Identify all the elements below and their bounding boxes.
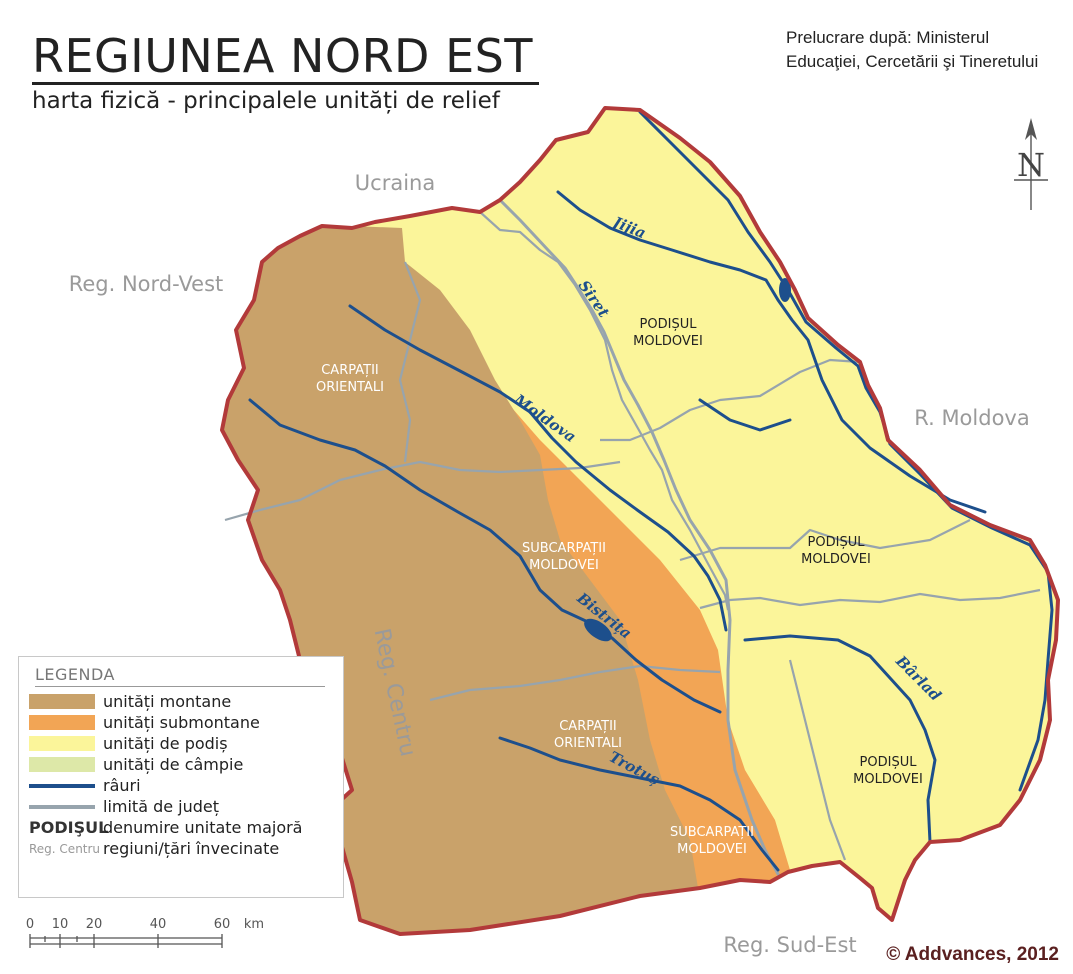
county-line-swatch bbox=[29, 804, 95, 809]
map-title: REGIUNEA NORD EST bbox=[32, 30, 539, 85]
north-label: N bbox=[1017, 146, 1045, 184]
legend-label: limită de județ bbox=[103, 797, 220, 816]
river-secondary bbox=[698, 398, 792, 432]
scale-unit: km bbox=[244, 917, 264, 932]
legend-item-campie: unități de câmpie bbox=[29, 754, 335, 775]
scale-tick-label: 10 bbox=[52, 917, 69, 932]
river-barlad bbox=[743, 634, 937, 844]
scale-tick-label: 60 bbox=[214, 917, 231, 932]
source-credit: Prelucrare după: Ministerul Educaţiei, C… bbox=[786, 26, 1038, 74]
river-trotus bbox=[498, 736, 780, 872]
podis-swatch bbox=[29, 736, 95, 751]
lake-izvorul-muntelui bbox=[584, 618, 612, 642]
credit-line-2: Educaţiei, Cercetării şi Tineretului bbox=[786, 52, 1039, 71]
scale-tick-label: 20 bbox=[86, 917, 103, 932]
legend-label: unități de podiș bbox=[103, 734, 228, 753]
legend-label: unități de câmpie bbox=[103, 755, 244, 774]
legend: LEGENDA unități montane unități submonta… bbox=[18, 656, 344, 898]
major-unit-sample: PODIŞUL bbox=[29, 818, 109, 837]
neighbor-north-west: Reg. Nord-Vest bbox=[69, 272, 224, 296]
river-bistrita bbox=[248, 398, 722, 714]
river-moldova bbox=[348, 304, 728, 632]
lake-stanca bbox=[779, 278, 791, 302]
river-jijia bbox=[556, 190, 987, 514]
rivers bbox=[248, 110, 1054, 876]
credit-line-1: Prelucrare după: Ministerul bbox=[786, 28, 990, 47]
region-border bbox=[220, 106, 1060, 936]
legend-label: regiuni/țări învecinate bbox=[103, 839, 280, 858]
legend-item-montane: unități montane bbox=[29, 691, 335, 712]
copyright: © Addvances, 2012 bbox=[886, 944, 1059, 965]
legend-label: unități submontane bbox=[103, 713, 260, 732]
legend-item-submontane: unități submontane bbox=[29, 712, 335, 733]
legend-item-podis: unități de podiș bbox=[29, 733, 335, 754]
scale-tick-label: 40 bbox=[150, 917, 167, 932]
north-arrow-icon: N bbox=[1014, 118, 1048, 210]
county-borders bbox=[224, 211, 1041, 861]
river-line-swatch bbox=[29, 783, 95, 788]
legend-label: unități montane bbox=[103, 692, 232, 711]
montane-swatch bbox=[29, 694, 95, 709]
legend-item-limita: limită de județ bbox=[29, 796, 335, 817]
map-subtitle: harta fizică - principalele unități de r… bbox=[32, 88, 500, 114]
neighbor-sample: Reg. Centru bbox=[29, 841, 101, 856]
neighbor-south-east: Reg. Sud-Est bbox=[723, 933, 856, 957]
submontane-swatch bbox=[29, 715, 95, 730]
neighbor-moldova: R. Moldova bbox=[914, 406, 1029, 430]
legend-label: râuri bbox=[103, 776, 141, 795]
campie-swatch bbox=[29, 757, 95, 772]
river-siret bbox=[498, 198, 780, 876]
scale-bar: 0 10 20 40 60 km bbox=[26, 917, 264, 948]
neighbor-ukraine: Ucraina bbox=[355, 171, 435, 195]
legend-label: denumire unitate majoră bbox=[103, 818, 303, 837]
legend-title: LEGENDA bbox=[35, 665, 325, 687]
scale-tick-label: 0 bbox=[26, 917, 34, 932]
legend-item-rauri: râuri bbox=[29, 775, 335, 796]
